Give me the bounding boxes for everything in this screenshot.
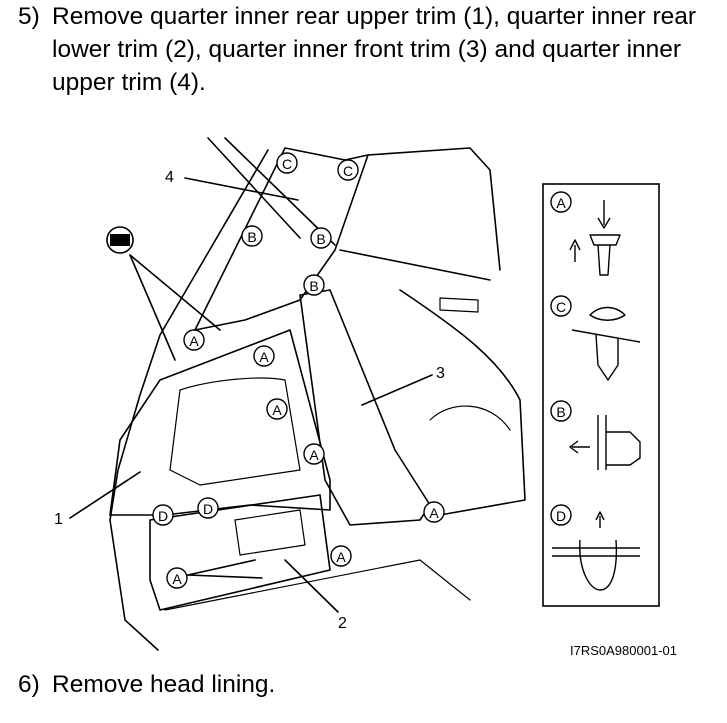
svg-text:A: A [336,549,346,565]
svg-text:B: B [309,278,318,294]
callout-2: 2 [338,615,347,632]
door-handle [439,297,479,313]
step-6: 6) Remove head lining. [18,668,702,701]
clip-marker-b: B [241,225,263,247]
svg-text:A: A [309,447,319,463]
clip-legend: A C B D [542,183,660,607]
up-arrow-icon [569,239,581,262]
clip-marker-d: D [197,497,219,519]
step-5: 5) Remove quarter inner rear upper trim (… [18,0,702,99]
clip-marker-c: C [337,159,359,181]
svg-text:B: B [316,231,325,247]
callout-1: 1 [54,511,63,528]
clip-marker-a: A [266,398,288,420]
leader-4 [184,177,299,201]
c-pillar-outline [109,137,336,651]
rear-upper-trim-outline [109,329,331,516]
clip-marker-d: D [152,504,174,526]
svg-text:B: B [247,229,256,245]
clip-markers: C C B B B A A A A A A A D D [152,152,445,589]
clip-marker-a: A [303,443,325,465]
step-number: 6) [18,671,40,698]
clip-marker-b: B [303,274,325,296]
clip-marker-c: C [276,152,298,174]
floor-edge [164,559,471,611]
inner-panel [169,377,301,486]
callout-3: 3 [436,365,445,382]
svg-text:D: D [203,501,213,517]
hook-clip-icon [552,539,640,591]
svg-text:A: A [259,349,269,365]
callout-4: 4 [165,169,174,186]
svg-text:A: A [172,571,182,587]
clip-marker-a: A [183,329,205,351]
svg-text:A: A [556,195,566,211]
rear-wheel-house [429,405,511,431]
bolt-icon [106,226,134,254]
screw-clip-icon [571,306,641,381]
step-number: 5) [18,3,40,30]
push-clip-icon [589,200,621,276]
svg-text:D: D [158,508,168,524]
legend-letter-d: D [550,504,572,526]
body-side-curve [399,289,526,516]
svg-text:A: A [189,333,199,349]
svg-text:B: B [556,404,565,420]
svg-text:A: A [429,505,439,521]
window-lower [339,249,491,281]
rear-lower-trim-outline [149,494,331,611]
clip-marker-b: B [310,227,332,249]
leader-1 [69,471,141,519]
svg-text:C: C [343,163,353,179]
side-clip-icon [597,415,641,470]
step-text: Remove head lining. [52,671,276,698]
legend-letter-a: A [550,191,572,213]
lower-bracket [234,509,306,556]
leader-3 [361,374,433,406]
legend-letter-b: B [550,400,572,422]
leader-2 [284,559,339,613]
clip-marker-a: A [253,345,275,367]
clip-marker-a: A [166,567,188,589]
step-text: Remove quarter inner rear upper trim (1)… [52,3,697,96]
svg-text:C: C [556,299,566,315]
clip-marker-a: A [330,545,352,567]
window-frame [367,147,501,271]
figure-code: I7RS0A980001-01 [570,643,677,658]
left-arrow-icon [569,440,590,454]
svg-text:A: A [272,402,282,418]
front-trim-outline [299,289,431,526]
legend-letter-c: C [550,295,572,317]
svg-text:C: C [282,156,292,172]
svg-text:D: D [556,508,566,524]
clip-marker-a: A [423,501,445,523]
up-arrow-small-icon [595,511,605,528]
